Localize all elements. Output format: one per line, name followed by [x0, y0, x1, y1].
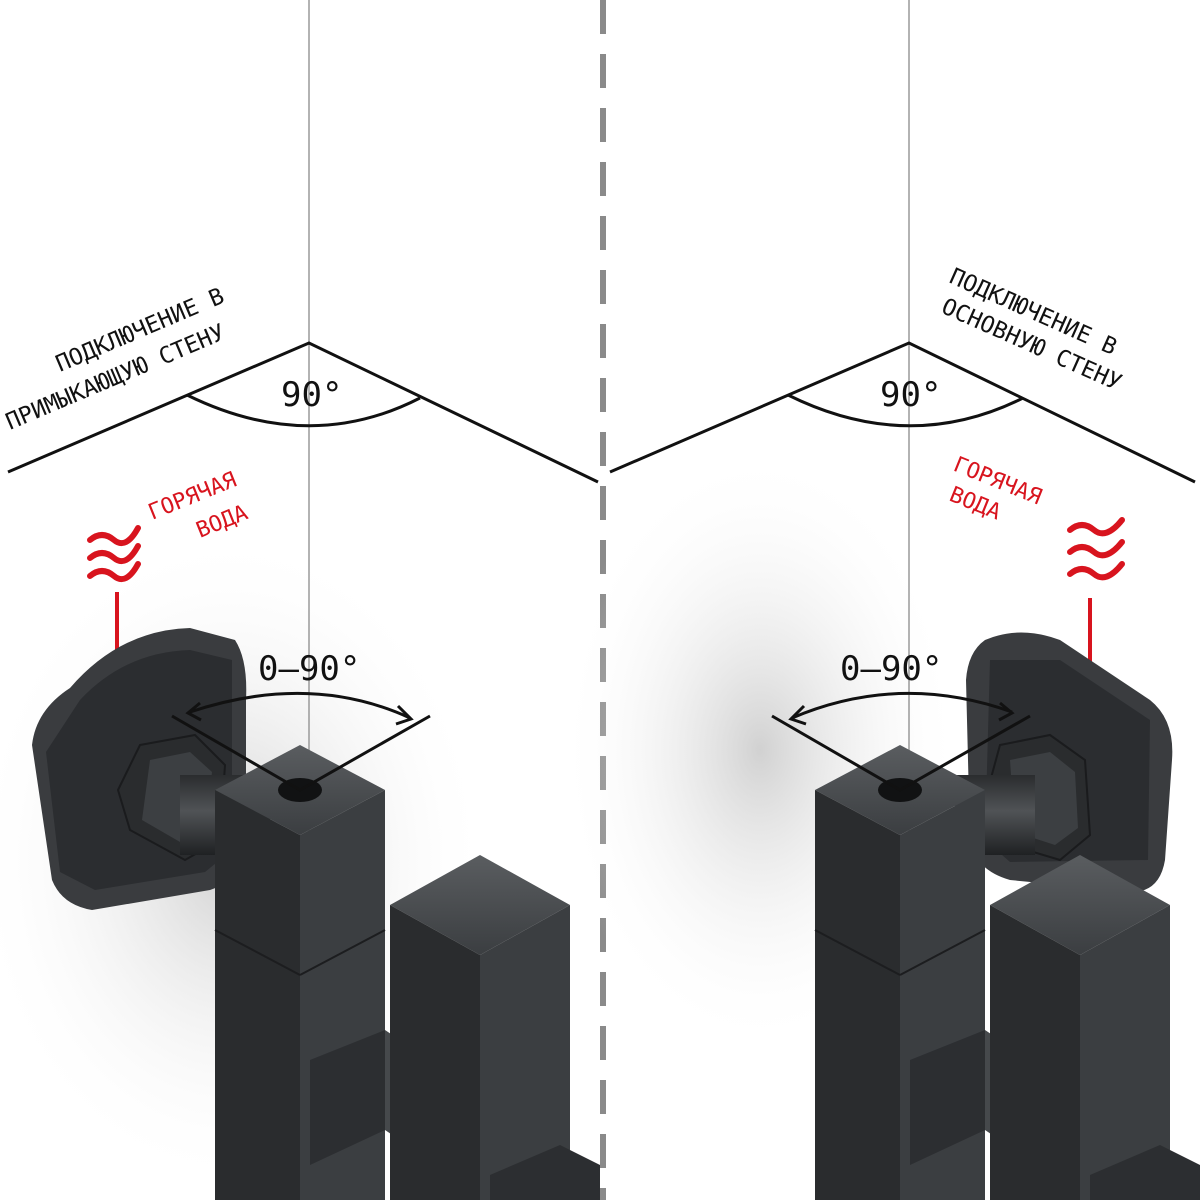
right-arrow-right — [998, 701, 1015, 722]
left-wall-angle: 90° — [281, 375, 342, 415]
right-wall-angle: 90° — [880, 375, 941, 415]
heat-waves-icon — [1067, 517, 1125, 581]
left-bottom-bracket — [490, 1145, 600, 1200]
right-wall-plan — [609, 341, 1196, 484]
right-second-bar — [990, 855, 1170, 1200]
right-arrow-left — [788, 704, 807, 726]
left-rotation-arc — [189, 691, 411, 720]
left-rotation-range: 0–90° — [258, 649, 360, 689]
left-arrow-left — [185, 701, 202, 722]
left-wall-plan — [7, 341, 599, 484]
left-second-bar — [390, 855, 570, 1200]
right-panel: 90° ПОДКЛЮЧЕНИЕ В ОСНОВНУЮ СТЕНУ ГОРЯЧАЯ… — [560, 0, 1200, 1200]
left-rotation-lines — [171, 714, 431, 792]
left-arrow-right — [395, 704, 414, 726]
right-bottom-bracket — [1090, 1145, 1200, 1200]
heat-waves-icon — [87, 525, 141, 582]
left-angle-arc — [186, 393, 421, 428]
right-rotation-lines — [771, 714, 1031, 792]
right-rotation-arc — [791, 691, 1013, 720]
right-angle-arc — [787, 393, 1024, 428]
left-panel: 90° ПОДКЛЮЧЕНИЕ В ПРИМЫКАЮЩУЮ СТЕНУ ГОРЯ… — [0, 0, 600, 1200]
right-rotation-range: 0–90° — [840, 649, 942, 689]
